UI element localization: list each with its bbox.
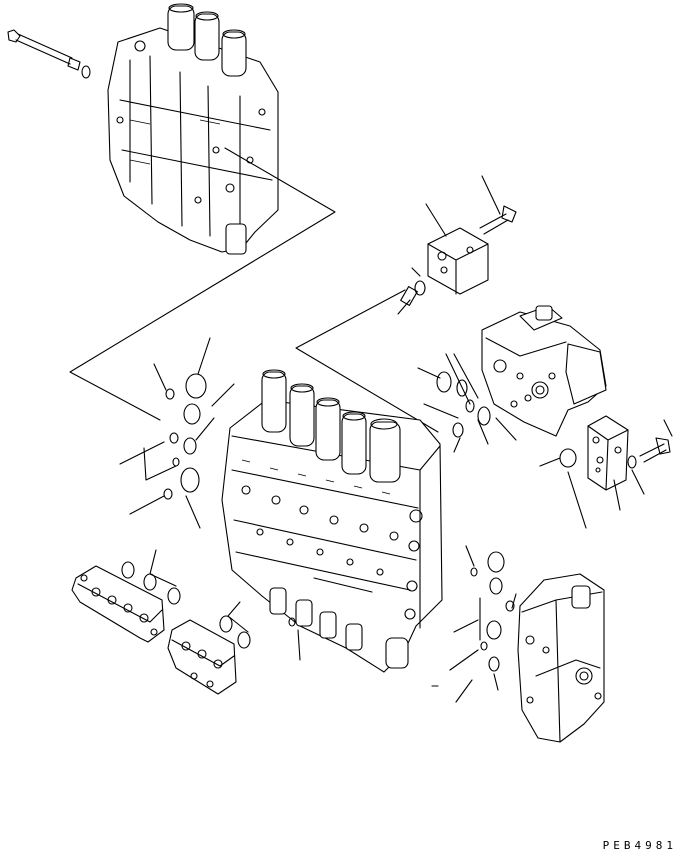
control-valve-assembly bbox=[7, 3, 279, 255]
main-valve-body bbox=[221, 369, 443, 673]
cover-bolt bbox=[479, 175, 517, 235]
lower-leader bbox=[313, 577, 373, 593]
relief-leader-line bbox=[295, 289, 439, 433]
plug-small bbox=[397, 267, 426, 315]
port-block-small bbox=[167, 619, 237, 695]
assembly-leader-line bbox=[69, 147, 336, 421]
port-block-orings bbox=[121, 549, 301, 661]
cover-block bbox=[425, 203, 489, 295]
fine-detail-lines bbox=[129, 119, 391, 495]
inlet-orings bbox=[417, 353, 587, 529]
drawing-code: PEB4981 bbox=[602, 839, 677, 852]
end-housing bbox=[517, 573, 605, 743]
inlet-housing bbox=[481, 305, 607, 437]
end-cap-block bbox=[587, 415, 673, 511]
end-housing-orings bbox=[431, 545, 517, 703]
tie-bolt bbox=[7, 29, 91, 79]
left-seal-group bbox=[119, 337, 235, 529]
port-block-large bbox=[71, 565, 165, 643]
